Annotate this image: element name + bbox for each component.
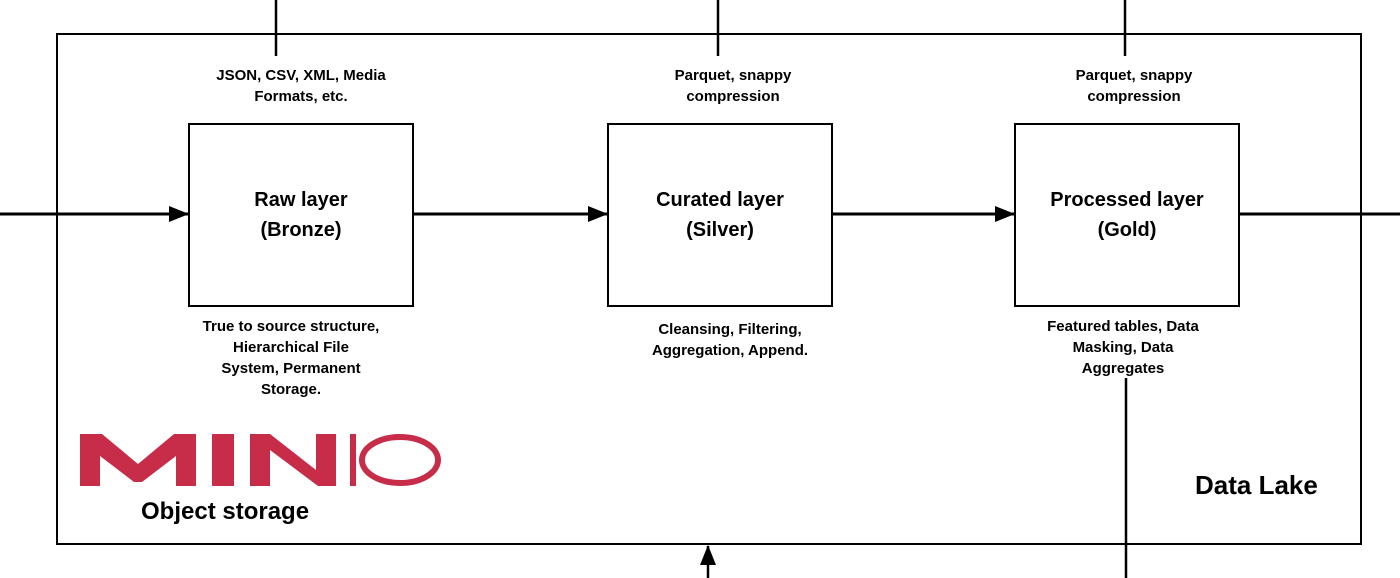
data-lake-title: Data Lake <box>1195 470 1318 500</box>
curated-layer-title: Curated layer <box>656 189 784 211</box>
raw-bottom-note-line1: True to source structure, <box>202 318 380 335</box>
curated-bottom-note: Cleansing, Filtering, Aggregation, Appen… <box>605 319 855 361</box>
processed-top-note-line2: compression <box>1087 88 1181 105</box>
processed-bottom-note-line3: Aggregates <box>1081 360 1165 377</box>
curated-bottom-note-line1: Cleansing, Filtering, <box>658 321 802 338</box>
raw-layer-title: Raw layer <box>254 189 348 211</box>
raw-layer-box: Raw layer (Bronze) <box>188 123 414 307</box>
processed-bottom-note: Featured tables, Data Masking, Data Aggr… <box>998 316 1248 379</box>
processed-layer-subtitle: (Gold) <box>1097 219 1157 241</box>
processed-layer-title: Processed layer <box>1050 189 1204 211</box>
raw-top-note-line2: Formats, etc. <box>254 88 348 105</box>
curated-top-note-line1: Parquet, snappy <box>674 67 792 84</box>
processed-bottom-note-line2: Masking, Data <box>1072 339 1174 356</box>
processed-bottom-note-line1: Featured tables, Data <box>1047 318 1199 335</box>
raw-top-note-line1: JSON, CSV, XML, Media <box>216 67 386 84</box>
raw-bottom-note: True to source structure, Hierarchical F… <box>166 316 416 400</box>
curated-top-note-line2: compression <box>686 88 780 105</box>
raw-layer-subtitle: (Bronze) <box>260 219 342 241</box>
raw-bottom-note-line2: Hierarchical File <box>233 339 349 356</box>
processed-top-note-line1: Parquet, snappy <box>1075 67 1193 84</box>
data-lake-container <box>56 33 1362 545</box>
curated-bottom-note-line2: Aggregation, Append. <box>651 342 809 359</box>
minio-logo <box>80 434 441 486</box>
object-storage-caption: Object storage <box>141 498 310 525</box>
curated-layer-box: Curated layer (Silver) <box>607 123 833 307</box>
raw-bottom-note-line4: Storage. <box>260 381 321 398</box>
raw-bottom-note-line3: System, Permanent <box>221 360 361 377</box>
raw-top-note: JSON, CSV, XML, Media Formats, etc. <box>176 65 426 107</box>
curated-top-note: Parquet, snappy compression <box>608 65 858 107</box>
curated-layer-subtitle: (Silver) <box>686 219 754 241</box>
minio-logo-shapes <box>80 434 441 486</box>
processed-top-note: Parquet, snappy compression <box>1009 65 1259 107</box>
processed-layer-box: Processed layer (Gold) <box>1014 123 1240 307</box>
